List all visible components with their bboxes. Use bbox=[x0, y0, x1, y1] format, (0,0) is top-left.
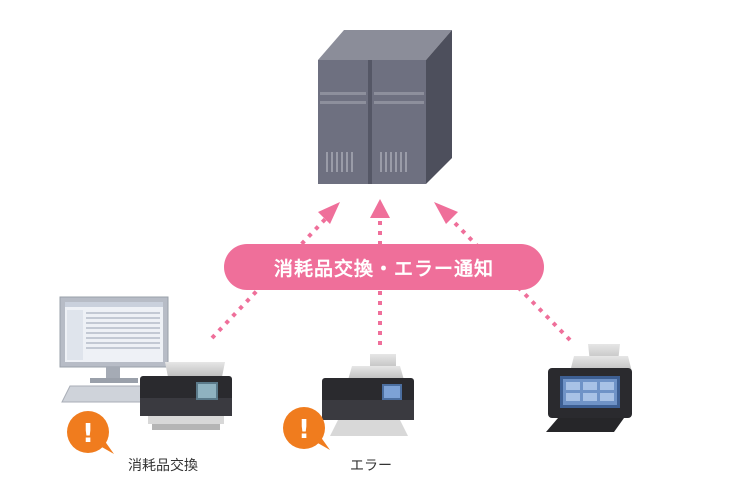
banner-text: 消耗品交換・エラー通知 bbox=[273, 257, 494, 280]
notification-banner: 消耗品交換・エラー通知 bbox=[224, 244, 544, 290]
alert-icon: ! bbox=[283, 407, 330, 450]
server-icon bbox=[318, 30, 452, 184]
scanner-icon bbox=[546, 344, 632, 432]
scanner-icon bbox=[322, 354, 414, 436]
arrow-left bbox=[210, 202, 340, 340]
caption-error: エラー bbox=[350, 458, 392, 474]
caption-consumable: 消耗品交換 bbox=[128, 458, 198, 474]
alert-mark: ! bbox=[298, 415, 310, 445]
arrow-center bbox=[370, 199, 390, 345]
alert-mark: ! bbox=[82, 419, 94, 449]
scanner-icon bbox=[140, 362, 232, 430]
computer-icon bbox=[59, 296, 169, 403]
alert-icon: ! bbox=[67, 411, 114, 454]
arrow-right bbox=[434, 202, 572, 342]
